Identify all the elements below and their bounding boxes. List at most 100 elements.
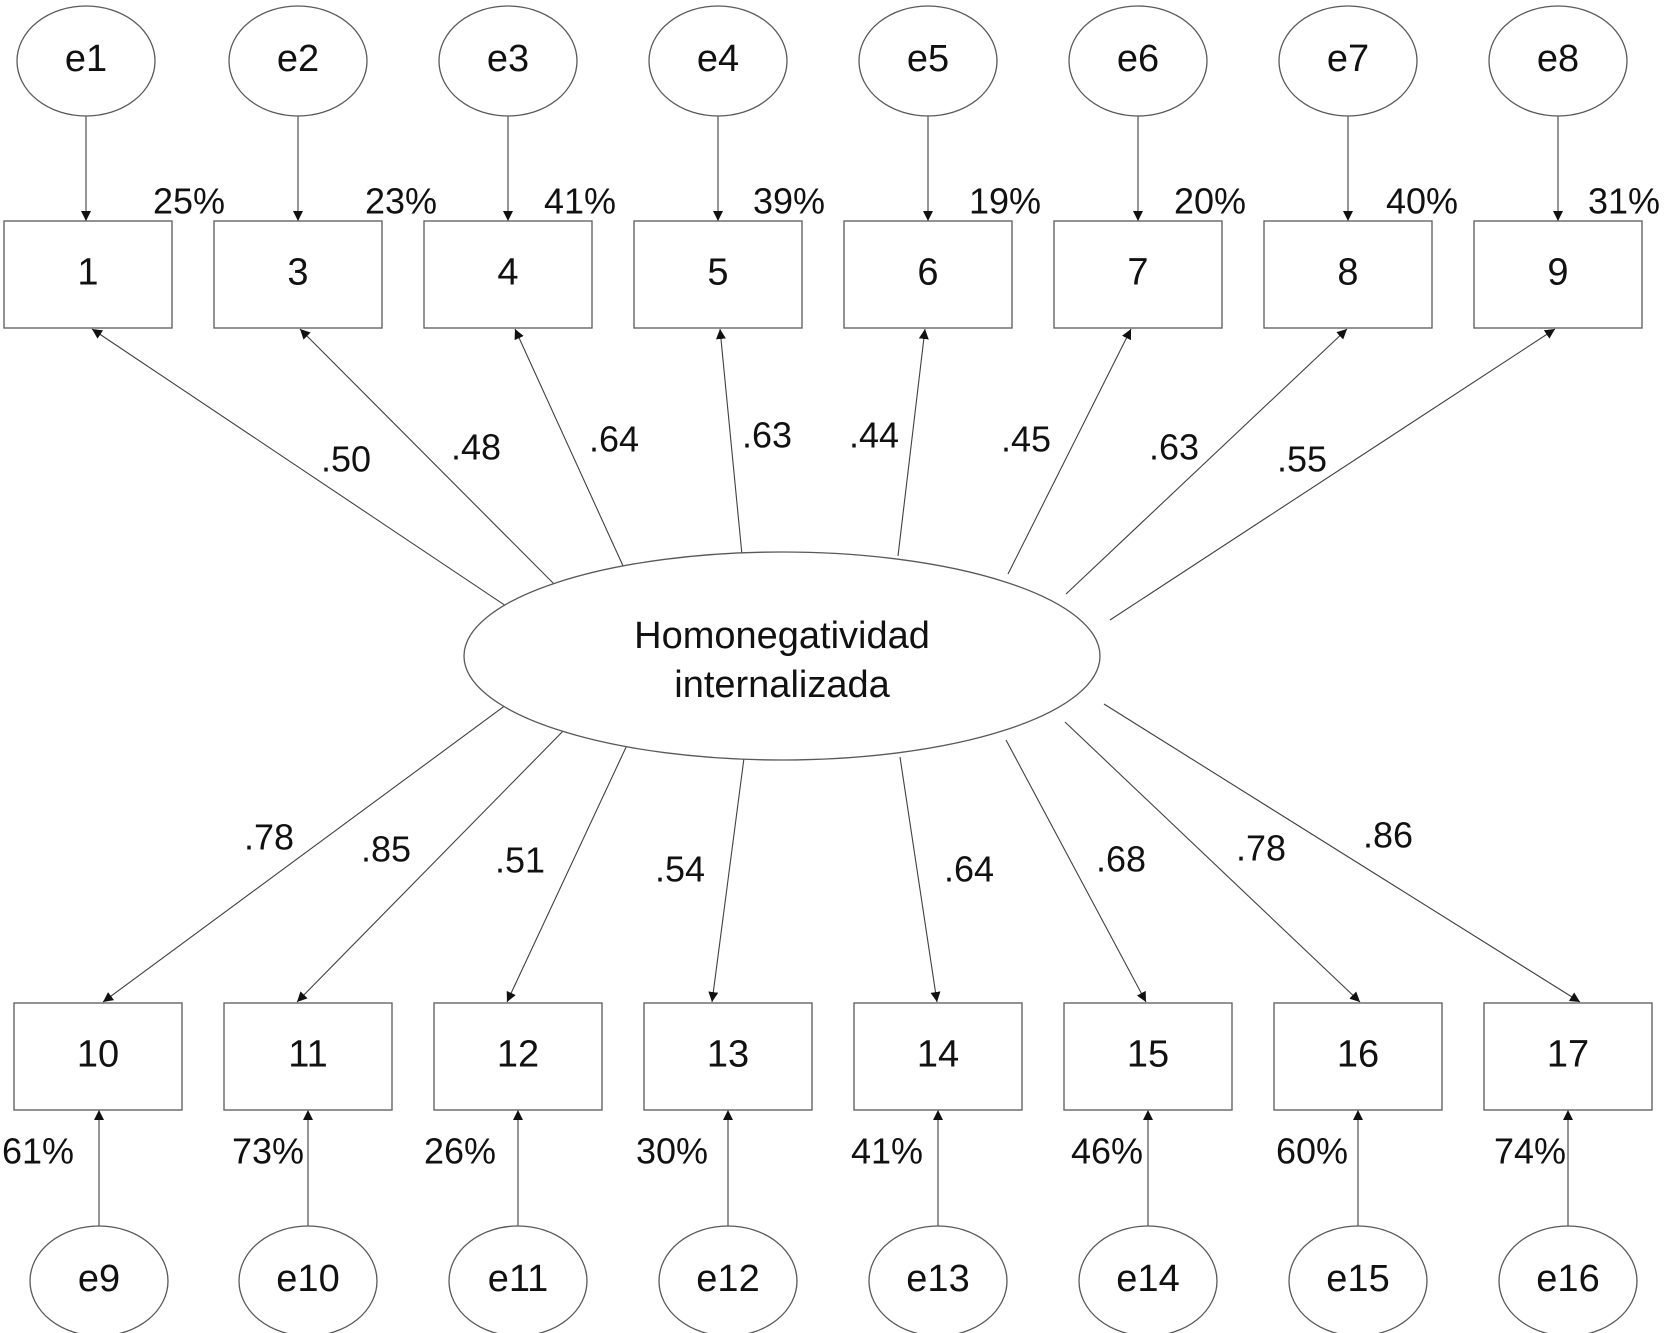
factor-loading-arrow: [506, 742, 629, 1003]
latent-factor-label-line1: Homonegatividad: [634, 615, 930, 657]
item-label: 8: [1337, 252, 1358, 294]
error-label: e12: [696, 1258, 759, 1300]
item-box: [1063, 1002, 1233, 1111]
error-label: e16: [1536, 1258, 1599, 1300]
factor-loading-arrow: [1007, 328, 1132, 575]
error-label: e13: [906, 1258, 969, 1300]
factor-loading-arrow: [1103, 703, 1581, 1003]
error-ellipse: [29, 1225, 169, 1333]
factor-loading-arrow: [102, 701, 511, 1003]
item-box: [13, 1002, 183, 1111]
item-label: 6: [917, 252, 938, 294]
error-label: e5: [907, 38, 949, 80]
item-label: 15: [1127, 1034, 1169, 1076]
item-label: 3: [287, 252, 308, 294]
error-label: e1: [65, 38, 107, 80]
factor-loading-arrow: [91, 328, 516, 613]
error-ellipse: [1068, 5, 1208, 117]
factor-loading-label: .44: [849, 415, 899, 456]
error-ellipse: [438, 5, 578, 117]
r-squared-label: 40%: [1386, 181, 1458, 222]
factor-loading-label: .64: [944, 849, 994, 890]
r-squared-label: 46%: [1071, 1131, 1143, 1172]
r-squared-label: 19%: [969, 181, 1041, 222]
item-label: 7: [1127, 252, 1148, 294]
r-squared-label: 41%: [851, 1131, 923, 1172]
error-label: e3: [487, 38, 529, 80]
labels-layer: Homonegatividadinternalizadae11.5025%e23…: [2, 38, 1660, 1300]
factor-loading-label: .78: [1236, 828, 1286, 869]
r-squared-label: 61%: [2, 1131, 74, 1172]
item-label: 17: [1547, 1034, 1589, 1076]
factor-loading-arrow: [514, 328, 625, 569]
r-squared-label: 74%: [1494, 1131, 1566, 1172]
r-squared-label: 26%: [424, 1131, 496, 1172]
item-box: [1473, 220, 1643, 329]
factor-loading-label: .50: [321, 439, 371, 480]
item-box: [643, 1002, 813, 1111]
item-box: [213, 220, 383, 329]
factor-loading-arrow: [897, 328, 929, 557]
r-squared-label: 73%: [232, 1131, 304, 1172]
item-box: [433, 1002, 603, 1111]
item-box: [1483, 1002, 1653, 1111]
factor-loading-arrow: [1005, 739, 1147, 1003]
r-squared-label: 30%: [636, 1131, 708, 1172]
factor-loading-arrow: [1065, 328, 1348, 595]
error-ellipse: [238, 1225, 378, 1333]
factor-loading-label: .68: [1096, 839, 1146, 880]
factor-loading-arrow: [708, 757, 745, 1003]
error-label: e6: [1117, 38, 1159, 80]
factor-loading-label: .51: [495, 840, 545, 881]
item-box: [423, 220, 593, 329]
item-label: 16: [1337, 1034, 1379, 1076]
error-ellipse: [658, 1225, 798, 1333]
error-label: e4: [697, 38, 739, 80]
error-label: e2: [277, 38, 319, 80]
item-box: [843, 220, 1013, 329]
error-label: e7: [1327, 38, 1369, 80]
r-squared-label: 60%: [1276, 1131, 1348, 1172]
factor-loading-label: .63: [1149, 427, 1199, 468]
error-ellipse: [1278, 5, 1418, 117]
item-box: [1273, 1002, 1443, 1111]
factor-loading-label: .63: [742, 415, 792, 456]
item-label: 11: [288, 1034, 327, 1076]
item-label: 13: [707, 1034, 749, 1076]
item-box: [3, 220, 173, 329]
error-label: e14: [1116, 1258, 1179, 1300]
factor-loading-label: .78: [244, 817, 294, 858]
error-ellipse: [1288, 1225, 1428, 1333]
latent-factor-label-line2: internalizada: [674, 664, 890, 706]
r-squared-label: 23%: [365, 181, 437, 222]
factor-loading-label: .54: [655, 849, 705, 890]
item-label: 1: [77, 252, 98, 294]
factor-loading-label: .85: [361, 829, 411, 870]
error-label: e10: [276, 1258, 339, 1300]
error-ellipse: [868, 1225, 1008, 1333]
error-ellipse: [16, 5, 156, 117]
r-squared-label: 20%: [1174, 181, 1246, 222]
item-label: 9: [1547, 252, 1568, 294]
error-label: e9: [78, 1258, 120, 1300]
item-box: [223, 1002, 393, 1111]
factor-loading-label: .86: [1363, 815, 1413, 856]
item-label: 4: [497, 252, 518, 294]
error-ellipse: [228, 5, 368, 117]
factor-loading-label: .48: [451, 427, 501, 468]
factor-loading-label: .55: [1277, 439, 1327, 480]
factor-loading-arrow: [715, 328, 743, 556]
error-ellipse: [1078, 1225, 1218, 1333]
item-label: 10: [77, 1034, 119, 1076]
item-label: 14: [917, 1034, 959, 1076]
item-label: 5: [707, 252, 728, 294]
latent-factor-ellipse: [463, 551, 1101, 761]
item-box: [853, 1002, 1023, 1111]
error-ellipse: [448, 1225, 588, 1333]
error-label: e8: [1537, 38, 1579, 80]
factor-loading-arrow: [1064, 721, 1361, 1003]
item-label: 12: [497, 1034, 539, 1076]
r-squared-label: 41%: [544, 181, 616, 222]
error-label: e11: [488, 1258, 549, 1300]
